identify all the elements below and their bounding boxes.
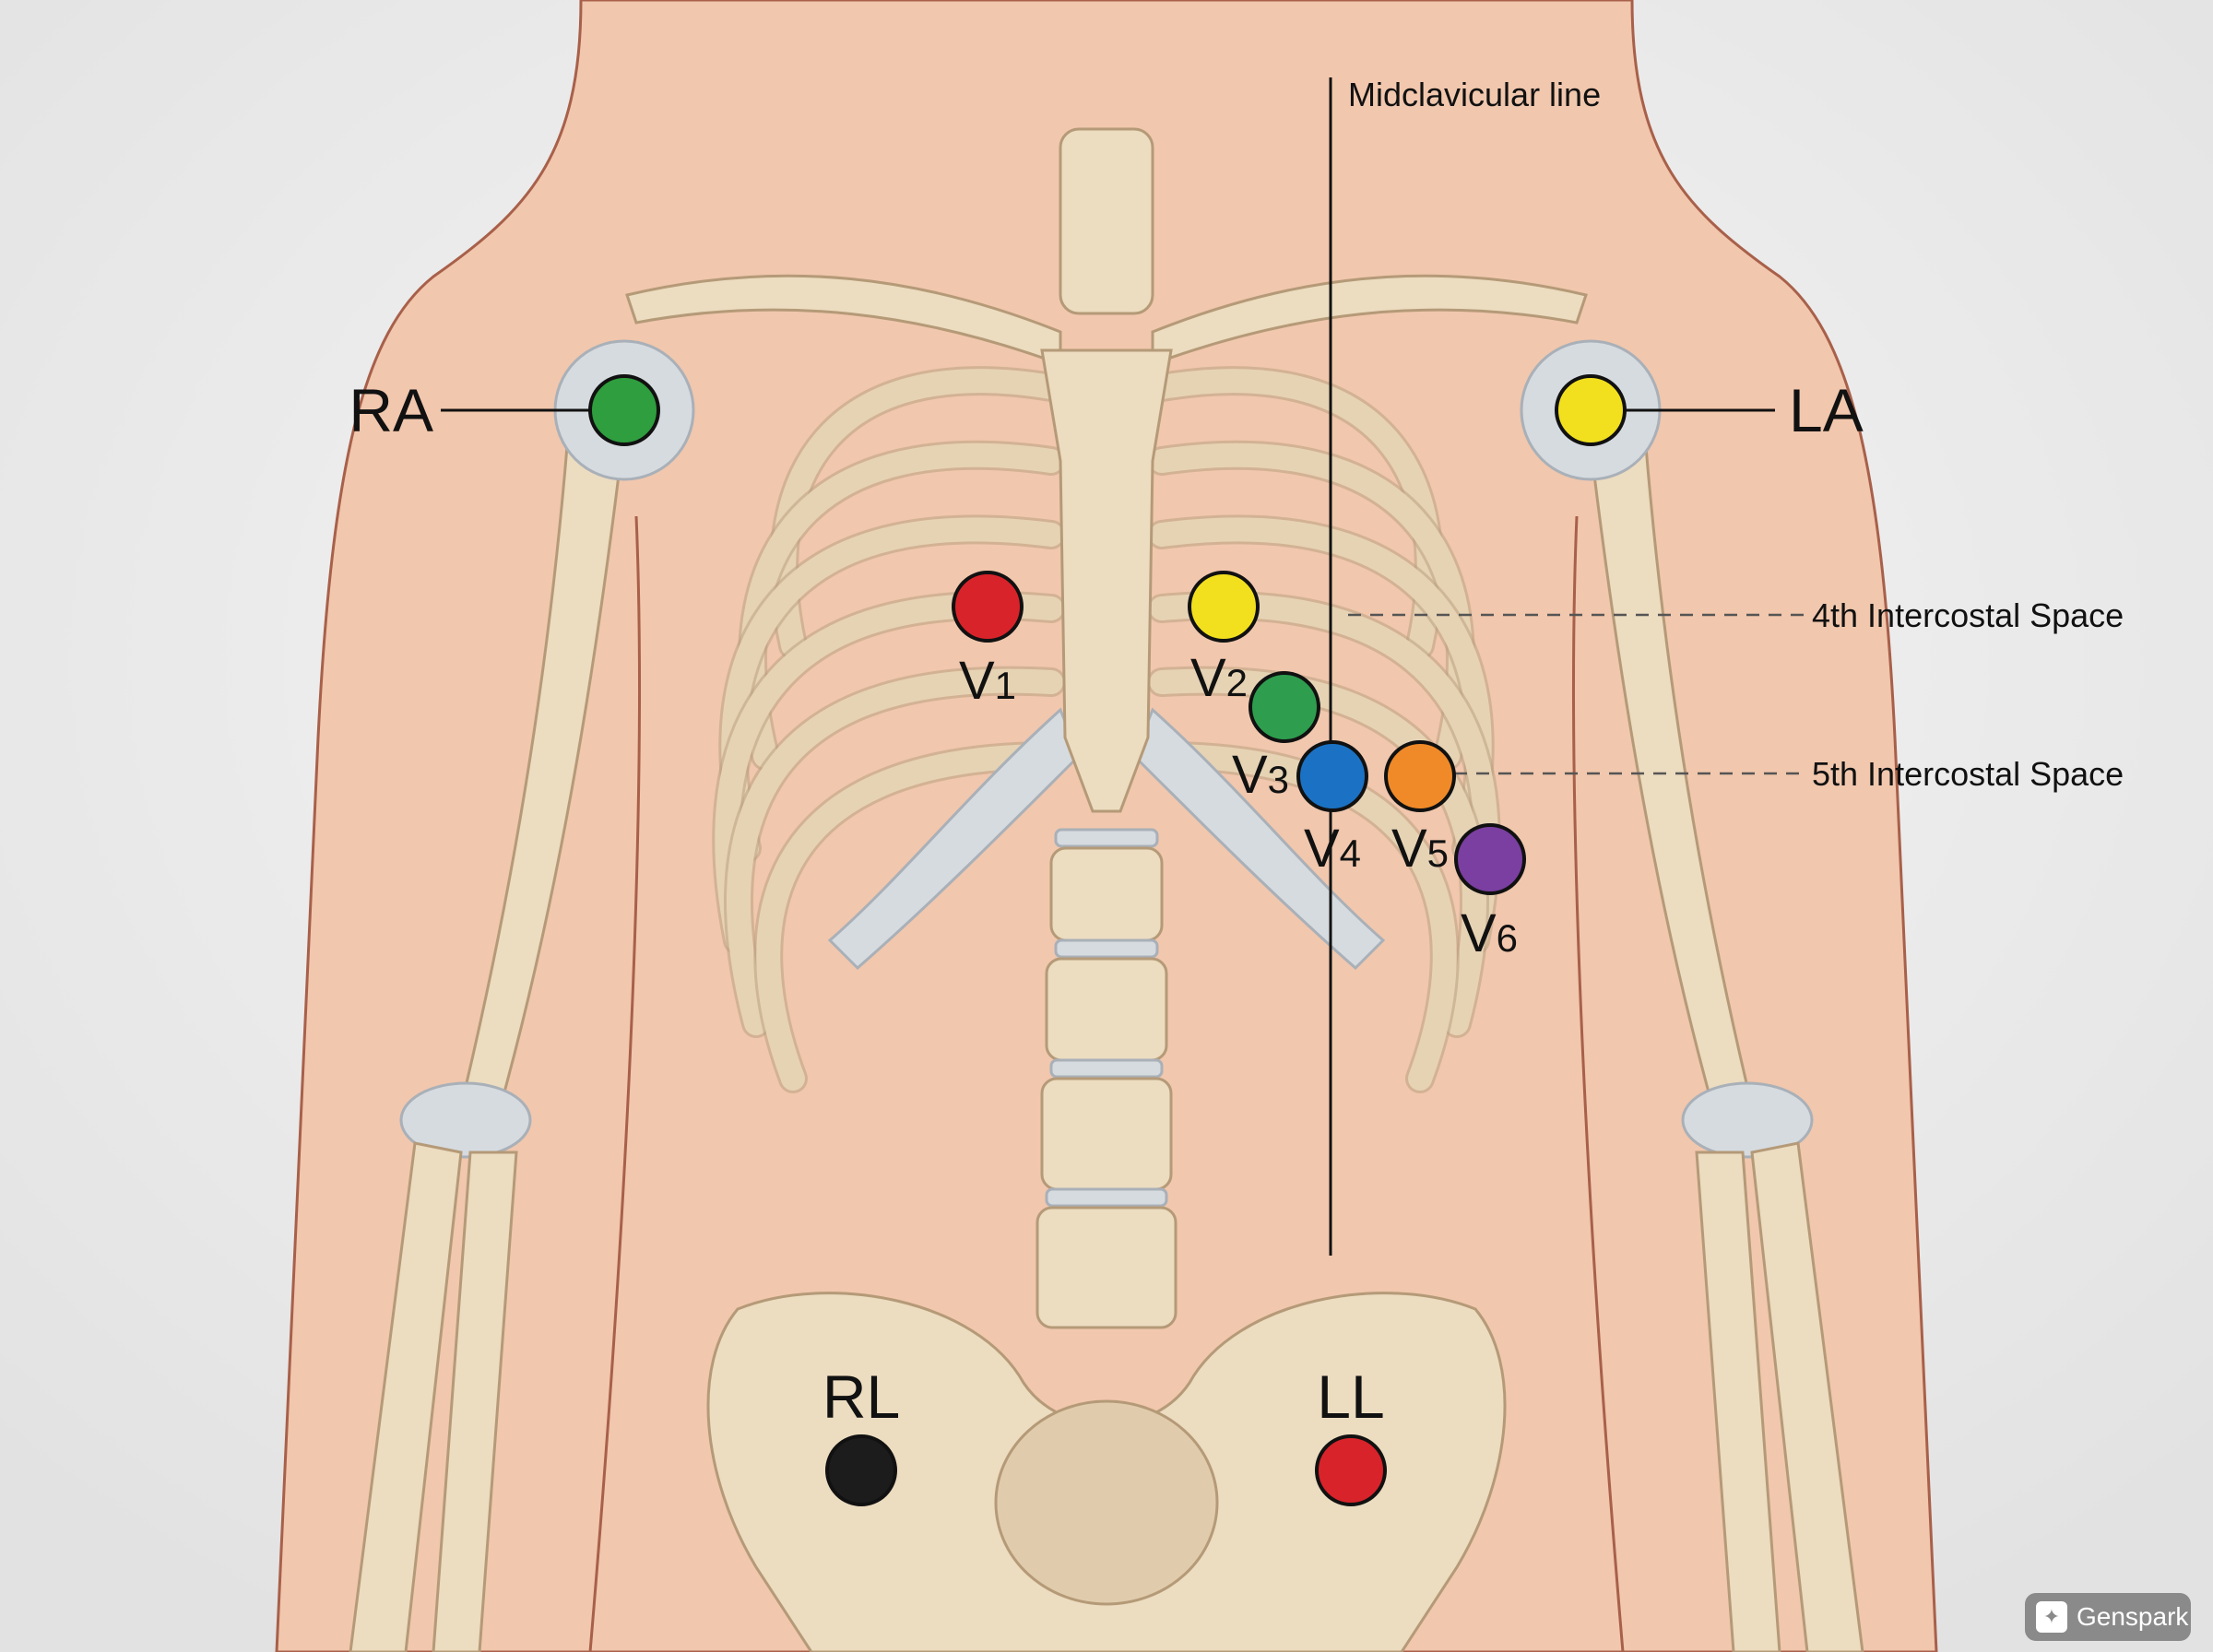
spine [1035, 127, 1178, 1329]
sternum [1040, 348, 1173, 813]
electrode-v4 [1296, 740, 1368, 812]
label-v3: V3 [1232, 745, 1289, 805]
ics5-label: 5th Intercostal Space [1812, 755, 2124, 793]
arm-torso-border-left [588, 515, 641, 1652]
label-v4: V4 [1304, 819, 1361, 879]
ribcage [712, 366, 1501, 1093]
watermark-text: Genspark [2077, 1602, 2189, 1631]
sacrum [994, 1399, 1219, 1606]
electrode-v6 [1454, 823, 1526, 895]
electrode-la [1555, 374, 1627, 446]
label-v5: V5 [1391, 819, 1449, 879]
label-ll: LL [1317, 1363, 1384, 1431]
left-forearm [1695, 1141, 1864, 1652]
genspark-watermark: ✦ Genspark [2025, 1593, 2191, 1641]
right-elbow [399, 1081, 532, 1159]
label-rl: RL [822, 1363, 900, 1431]
label-v2: V2 [1190, 648, 1248, 708]
label-la: LA [1789, 376, 1864, 444]
sparkle-icon: ✦ [2036, 1601, 2067, 1633]
electrode-ra [588, 374, 660, 446]
label-v1: V1 [959, 651, 1016, 711]
label-v6: V6 [1461, 903, 1518, 963]
midclavicular-label: Midclavicular line [1348, 76, 1601, 113]
electrode-v5 [1384, 740, 1456, 812]
electrode-rl [825, 1434, 897, 1506]
left-elbow [1681, 1081, 1814, 1159]
right-forearm [349, 1141, 518, 1652]
ics4-label: 4th Intercostal Space [1812, 596, 2124, 634]
arm-torso-border-right [1572, 515, 1625, 1652]
left-clavicle [1151, 274, 1588, 367]
electrode-v3 [1249, 671, 1320, 743]
electrode-ll [1315, 1434, 1387, 1506]
label-ra: RA [349, 376, 433, 444]
electrode-v1 [952, 571, 1024, 643]
electrode-v2 [1188, 571, 1260, 643]
right-clavicle [625, 274, 1062, 367]
